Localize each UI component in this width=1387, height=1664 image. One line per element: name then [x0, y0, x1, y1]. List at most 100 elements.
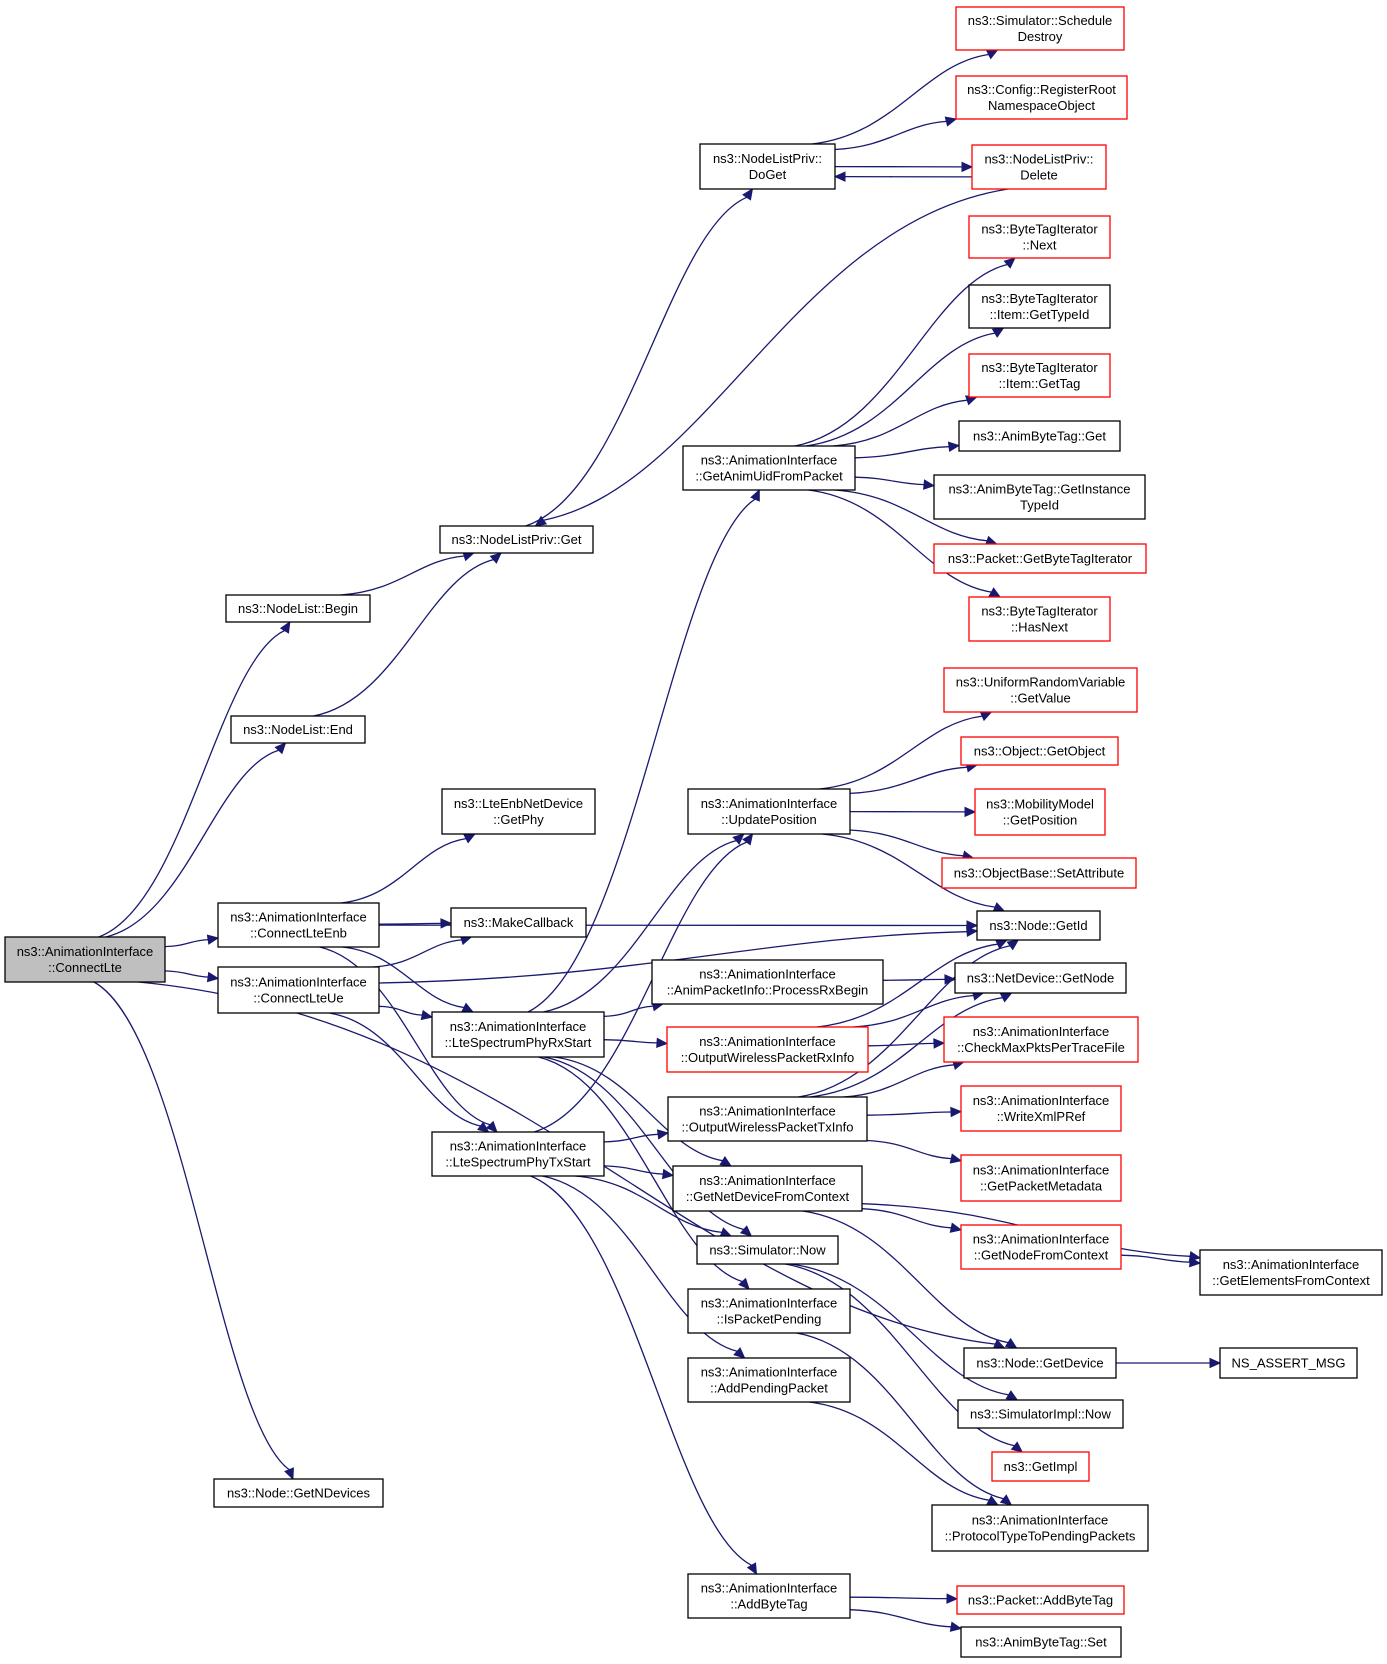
node-sim-now[interactable]: ns3::Simulator::Now: [696, 1235, 839, 1265]
node-label-line: ns3::Node::GetNDevices: [227, 1486, 371, 1501]
arrowhead-icon: [961, 161, 974, 173]
edge-line: [849, 829, 964, 857]
node-simimpl-now[interactable]: ns3::SimulatorImpl::Now: [957, 1399, 1124, 1429]
edge-sim_now-to-simimpl_now: [790, 1263, 1019, 1401]
node-box: [439, 525, 594, 554]
node-pkt-addbytetag[interactable]: ns3::Packet::AddByteTag: [956, 1585, 1125, 1615]
node-bti-next[interactable]: ns3::ByteTagIterator::Next: [968, 215, 1111, 259]
node-bti-gettypeid[interactable]: ns3::ByteTagIterator::Item::GetTypeId: [968, 284, 1111, 329]
node-ai-proto[interactable]: ns3::AnimationInterface::ProtocolTypeToP…: [931, 1504, 1149, 1552]
arrowhead-icon: [739, 1225, 753, 1237]
edge-sim_now-to-getimpl: [785, 1263, 1024, 1453]
node-ns-assert[interactable]: NS_ASSERT_MSG: [1219, 1347, 1358, 1379]
node-ai-ltephytx[interactable]: ns3::AnimationInterface::LteSpectrumPhyT…: [431, 1131, 605, 1177]
node-bti-hasnext[interactable]: ns3::ByteTagIterator::HasNext: [968, 596, 1111, 642]
node-ai-checkmax[interactable]: ns3::AnimationInterface::CheckMaxPktsPer…: [943, 1016, 1139, 1063]
node-ai-updatepos[interactable]: ns3::AnimationInterface::UpdatePosition: [687, 788, 851, 835]
node-nd-getnode[interactable]: ns3::NetDevice::GetNode: [954, 962, 1127, 994]
edge-nlp_doget-to-nlp_delete: [834, 161, 974, 173]
node-ai-getnetdev[interactable]: ns3::AnimationInterface::GetNetDeviceFro…: [672, 1165, 863, 1212]
node-label-line: TypeId: [1020, 498, 1059, 513]
edge-line: [861, 1208, 952, 1229]
node-node-getid[interactable]: ns3::Node::GetId: [976, 910, 1101, 941]
node-node-getdevice[interactable]: ns3::Node::GetDevice: [963, 1347, 1117, 1379]
edge-ai_ltephytx-to-ai_outtxinfo: [603, 1129, 670, 1143]
node-label-line: ::GetNodeFromContext: [974, 1248, 1109, 1263]
node-ai-addbytetag[interactable]: ns3::AnimationInterface::AddByteTag: [687, 1573, 851, 1619]
node-nl-end[interactable]: ns3::NodeList::End: [230, 715, 366, 744]
node-label-line: ns3::Node::GetId: [989, 918, 1087, 933]
edge-ai_updatepos-to-node_getid: [822, 833, 1006, 912]
arrowhead-icon: [966, 926, 979, 938]
node-ai-getnodefc[interactable]: ns3::AnimationInterface::GetNodeFromCont…: [960, 1224, 1122, 1270]
node-box: [696, 1235, 839, 1265]
node-label-line: ns3::AnimByteTag::GetInstance: [948, 482, 1130, 497]
arrowhead-icon: [944, 116, 958, 127]
edge-root-to-nl_begin: [98, 620, 291, 938]
node-label-line: ::GetAnimUidFromPacket: [695, 469, 843, 484]
node-ai-ltephyrx[interactable]: ns3::AnimationInterface::LteSpectrumPhyR…: [431, 1011, 605, 1058]
node-label-line: ns3::Config::RegisterRoot: [967, 82, 1116, 97]
node-obj-getobject[interactable]: ns3::Object::GetObject: [960, 736, 1119, 766]
node-nlp-doget[interactable]: ns3::NodeListPriv::DoGet: [699, 143, 836, 190]
node-ai-getanimuid[interactable]: ns3::AnimationInterface::GetAnimUidFromP…: [682, 445, 856, 491]
node-ai-outtxinfo[interactable]: ns3::AnimationInterface::OutputWirelessP…: [667, 1096, 868, 1142]
node-nlp-delete[interactable]: ns3::NodeListPriv::Delete: [971, 144, 1107, 190]
edge-nlp_delete-to-nlp_get: [534, 188, 1009, 527]
node-lte-getphy[interactable]: ns3::LteEnbNetDevice::GetPhy: [441, 788, 596, 835]
edge-line: [543, 1056, 744, 1231]
node-box: [230, 715, 366, 744]
node-nl-begin[interactable]: ns3::NodeList::Begin: [225, 594, 371, 623]
arrowhead-icon: [946, 1593, 959, 1604]
edge-ai_ltephyrx-to-ai_outrxinfo: [603, 1037, 669, 1049]
node-nlp-get[interactable]: ns3::NodeListPriv::Get: [439, 525, 594, 554]
node-root[interactable]: ns3::AnimationInterface::ConnectLte: [4, 936, 166, 983]
node-label-line: ns3::Simulator::Now: [709, 1243, 826, 1258]
node-label-line: ns3::AnimationInterface: [699, 1104, 836, 1119]
node-ai-outrxinfo[interactable]: ns3::AnimationInterface::OutputWirelessP…: [666, 1026, 869, 1073]
edge-line: [340, 555, 465, 596]
arrowhead-icon: [534, 515, 548, 527]
node-ai-connlteenb[interactable]: ns3::AnimationInterface::ConnectLteEnb: [217, 902, 380, 948]
edge-ai_ltephytx-to-ai_addpending: [542, 1175, 746, 1359]
node-ai-ispending[interactable]: ns3::AnimationInterface::IsPacketPending: [687, 1288, 851, 1334]
node-makecallback[interactable]: ns3::MakeCallback: [450, 907, 587, 938]
edge-line: [822, 833, 996, 908]
edge-line: [329, 1012, 481, 1127]
edge-ai_getnodefc-to-ai_getelems: [1120, 1254, 1202, 1268]
node-mm-getpos[interactable]: ns3::MobilityModel::GetPosition: [974, 788, 1106, 836]
node-ai-getelems[interactable]: ns3::AnimationInterface::GetElementsFrom…: [1199, 1249, 1383, 1296]
arrowhead-icon: [477, 1121, 490, 1133]
node-urv-getvalue[interactable]: ns3::UniformRandomVariable::GetValue: [943, 667, 1138, 713]
node-label-line: ns3::Object::GetObject: [974, 744, 1106, 759]
arrowhead-icon: [1010, 1441, 1024, 1453]
node-ob-setattr[interactable]: ns3::ObjectBase::SetAttribute: [941, 857, 1137, 889]
node-ai-getpktmeta[interactable]: ns3::AnimationInterface::GetPacketMetada…: [960, 1154, 1122, 1202]
node-label-line: ::OutputWirelessPacketRxInfo: [681, 1050, 854, 1065]
node-box: [960, 1224, 1122, 1270]
edge-ai_outrxinfo-to-ai_checkmax: [867, 1038, 946, 1049]
edge-root-to-node_getndev: [93, 981, 294, 1481]
edge-line: [854, 446, 950, 459]
edge-ai_ltephytx-to-ai_addbytetag: [530, 1175, 758, 1576]
node-ai-connlteue[interactable]: ns3::AnimationInterface::ConnectLteUe: [217, 966, 380, 1014]
arrowhead-icon: [988, 587, 1002, 598]
node-box: [968, 596, 1111, 642]
node-node-getndev[interactable]: ns3::Node::GetNDevices: [213, 1478, 384, 1508]
node-label-line: ::GetPacketMetadata: [980, 1179, 1103, 1194]
node-abt-get[interactable]: ns3::AnimByteTag::Get: [958, 420, 1121, 452]
node-ai-procrxbegin[interactable]: ns3::AnimationInterface::AnimPacketInfo:…: [651, 959, 884, 1005]
node-bti-gettag[interactable]: ns3::ByteTagIterator::Item::GetTag: [968, 353, 1111, 398]
node-ai-addpending[interactable]: ns3::AnimationInterface::AddPendingPacke…: [687, 1357, 851, 1403]
edge-line: [794, 263, 1008, 447]
node-abt-set[interactable]: ns3::AnimByteTag::Set: [960, 1626, 1122, 1658]
arrowhead-icon: [719, 1227, 733, 1238]
node-getimpl[interactable]: ns3::GetImpl: [991, 1451, 1090, 1482]
node-box: [441, 788, 596, 835]
edge-root-to-ai_connlteue: [164, 970, 220, 983]
node-pkt-getbti[interactable]: ns3::Packet::GetByteTagIterator: [933, 543, 1147, 574]
node-ai-writexml[interactable]: ns3::AnimationInterface::WriteXmlPRef: [960, 1085, 1122, 1132]
